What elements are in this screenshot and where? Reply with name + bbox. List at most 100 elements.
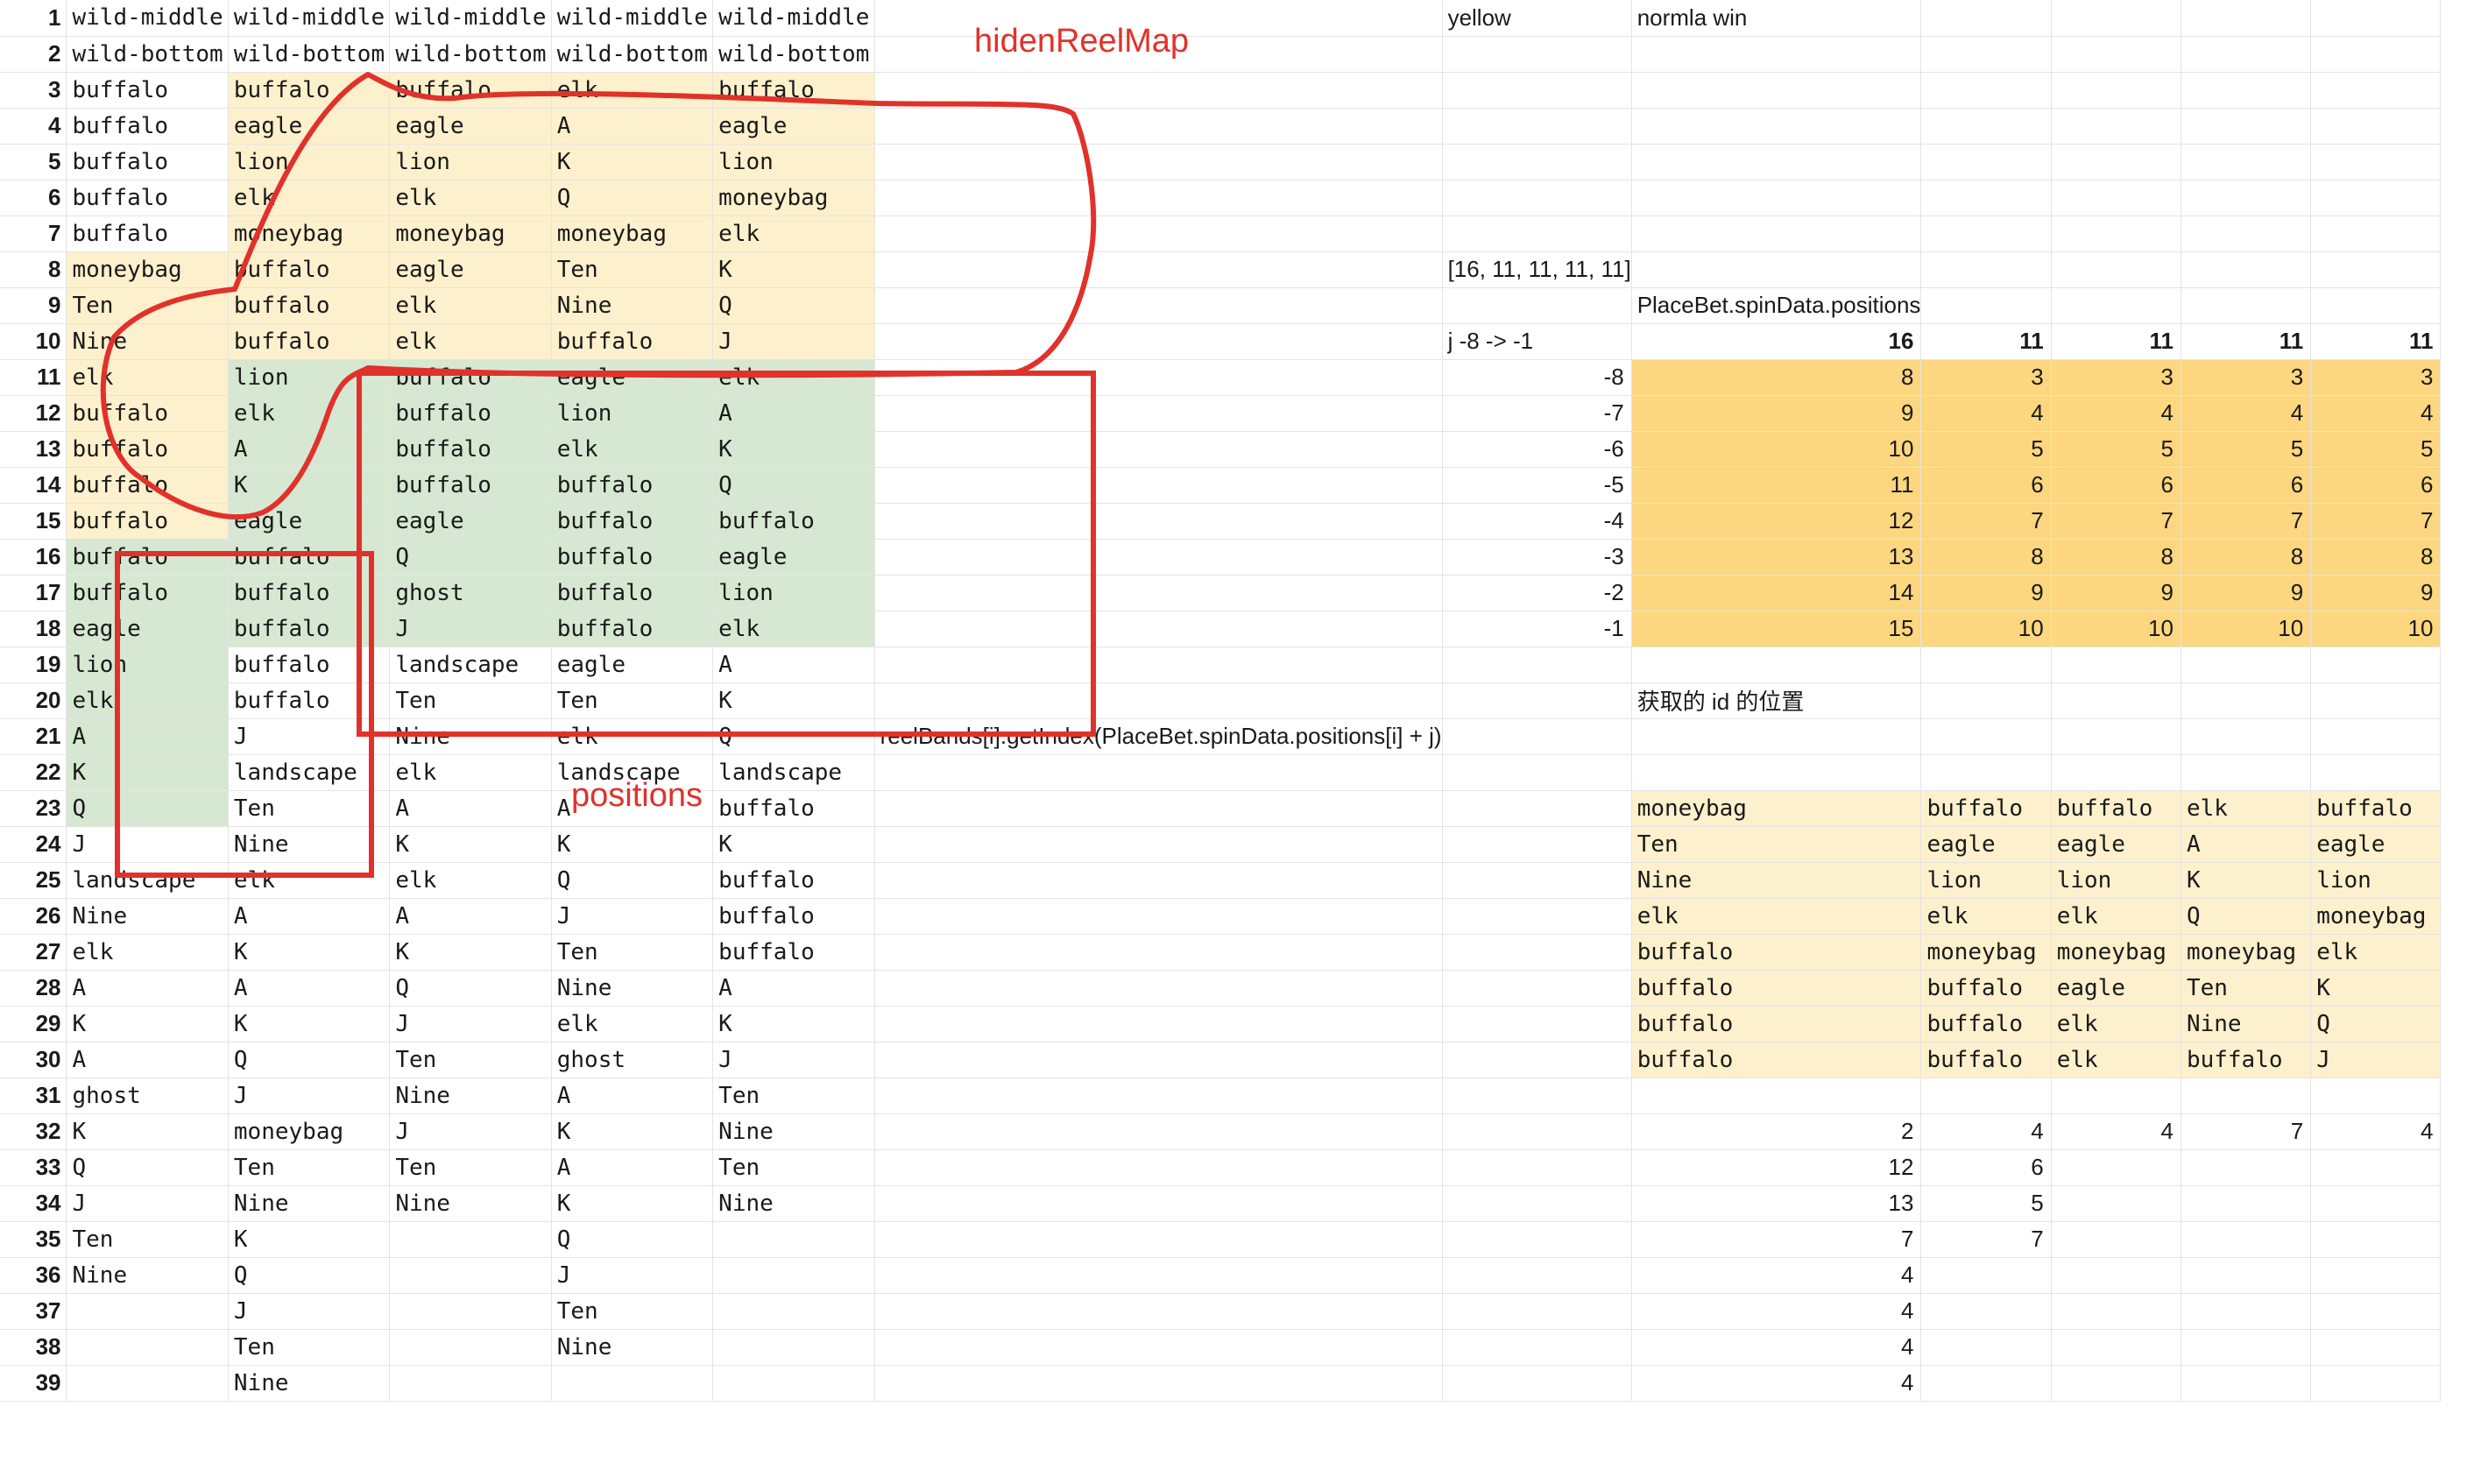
sheet-cell[interactable] [2181,1329,2312,1366]
sheet-cell[interactable]: 7 [2310,503,2442,540]
sheet-cell[interactable]: 7 [1920,503,2052,540]
sheet-cell[interactable] [874,826,1443,863]
sheet-cell[interactable] [2310,647,2442,683]
sheet-cell[interactable] [389,1257,552,1294]
sheet-cell[interactable]: 6 [1920,1149,2052,1186]
sheet-cell[interactable]: 7 [1631,1221,1922,1258]
sheet-cell[interactable]: J [66,826,229,863]
sheet-cell[interactable] [2181,1149,2312,1186]
sheet-cell[interactable]: 10 [1631,431,1922,468]
sheet-cell[interactable] [2310,1293,2442,1330]
sheet-cell[interactable] [1442,718,1632,755]
sheet-cell[interactable] [874,898,1443,935]
sheet-cell[interactable]: Q [551,1221,714,1258]
sheet-cell[interactable]: wild-middle [712,0,875,37]
sheet-cell[interactable] [2051,72,2181,109]
sheet-cell[interactable]: moneybag [551,216,714,252]
sheet-cell[interactable] [2051,1257,2181,1294]
sheet-cell[interactable] [2051,216,2181,252]
sheet-cell[interactable] [874,682,1443,719]
sheet-cell[interactable]: K [228,1006,391,1042]
sheet-cell[interactable] [1920,1329,2052,1366]
sheet-cell[interactable]: Nine [2181,1006,2312,1042]
sheet-cell[interactable] [712,1365,875,1402]
sheet-cell[interactable] [2051,108,2181,145]
sheet-cell[interactable] [874,108,1443,145]
sheet-cell[interactable]: eagle [712,539,875,576]
sheet-cell[interactable]: J [551,1257,714,1294]
sheet-cell[interactable]: buffalo [228,323,391,360]
sheet-cell[interactable] [874,754,1443,791]
sheet-cell[interactable] [389,1329,552,1366]
sheet-cell[interactable]: ghost [66,1078,229,1114]
sheet-cell[interactable] [2310,251,2442,288]
sheet-cell[interactable]: 4 [1920,1113,2052,1150]
sheet-cell[interactable]: buffalo [1631,970,1922,1007]
sheet-cell[interactable]: Q [228,1257,391,1294]
sheet-cell[interactable]: Nine [66,898,229,935]
sheet-cell[interactable]: Ten [389,682,552,719]
sheet-cell[interactable]: elk [228,180,391,216]
sheet-cell[interactable]: K [551,1185,714,1222]
sheet-cell[interactable] [2310,682,2442,719]
sheet-cell[interactable]: J [2310,1042,2442,1078]
sheet-cell[interactable] [2051,1078,2181,1114]
sheet-cell[interactable] [2181,1185,2312,1222]
sheet-cell[interactable] [1920,216,2052,252]
sheet-cell[interactable] [874,36,1443,73]
sheet-cell[interactable]: -1 [1442,611,1632,647]
sheet-cell[interactable]: Nine [389,1185,552,1222]
sheet-cell[interactable]: elk [389,287,552,324]
sheet-cell[interactable]: buffalo [712,898,875,935]
sheet-cell[interactable]: buffalo [66,180,229,216]
sheet-cell[interactable] [2310,108,2442,145]
sheet-cell[interactable]: Ten [228,790,391,827]
sheet-cell[interactable] [2181,216,2312,252]
sheet-cell[interactable]: Nine [712,1113,875,1150]
sheet-cell[interactable]: Ten [1631,826,1922,863]
sheet-cell[interactable] [1631,251,1922,288]
sheet-cell[interactable] [1442,1149,1632,1186]
sheet-cell[interactable]: wild-bottom [228,36,391,73]
sheet-cell[interactable] [874,575,1443,611]
sheet-cell[interactable]: ghost [551,1042,714,1078]
sheet-cell[interactable]: 3 [1920,359,2052,396]
sheet-cell[interactable]: buffalo [712,503,875,540]
sheet-cell[interactable]: lion [712,575,875,611]
sheet-cell[interactable] [1920,1078,2052,1114]
sheet-cell[interactable]: 11 [2051,323,2181,360]
sheet-cell[interactable]: lion [228,144,391,180]
sheet-cell[interactable]: Nine [228,826,391,863]
sheet-cell[interactable] [2310,180,2442,216]
sheet-cell[interactable]: elk [389,862,552,899]
sheet-cell[interactable]: A [712,395,875,432]
sheet-cell[interactable] [2310,1257,2442,1294]
sheet-cell[interactable]: -2 [1442,575,1632,611]
sheet-cell[interactable]: Nine [389,718,552,755]
sheet-cell[interactable]: 7 [2051,503,2181,540]
sheet-cell[interactable]: 8 [2051,539,2181,576]
sheet-cell[interactable] [874,1113,1443,1150]
sheet-cell[interactable]: 14 [1631,575,1922,611]
sheet-cell[interactable]: elk [2310,934,2442,971]
sheet-cell[interactable]: buffalo [228,72,391,109]
sheet-cell[interactable] [2051,287,2181,324]
sheet-cell[interactable]: 4 [2051,1113,2181,1150]
sheet-cell[interactable]: K [712,826,875,863]
sheet-cell[interactable]: Nine [228,1365,391,1402]
sheet-cell[interactable]: lion [712,144,875,180]
sheet-cell[interactable] [1920,1257,2052,1294]
sheet-cell[interactable]: 13 [1631,1185,1922,1222]
sheet-cell[interactable]: buffalo [551,323,714,360]
sheet-cell[interactable]: eagle [1920,826,2052,863]
sheet-cell[interactable]: ghost [389,575,552,611]
sheet-cell[interactable] [1920,251,2052,288]
sheet-cell[interactable]: moneybag [389,216,552,252]
sheet-cell[interactable]: buffalo [228,575,391,611]
sheet-cell[interactable] [2051,36,2181,73]
sheet-cell[interactable]: moneybag [2310,898,2442,935]
sheet-cell[interactable] [2051,718,2181,755]
sheet-cell[interactable]: K [389,934,552,971]
sheet-cell[interactable] [2181,1221,2312,1258]
sheet-cell[interactable] [1920,1293,2052,1330]
